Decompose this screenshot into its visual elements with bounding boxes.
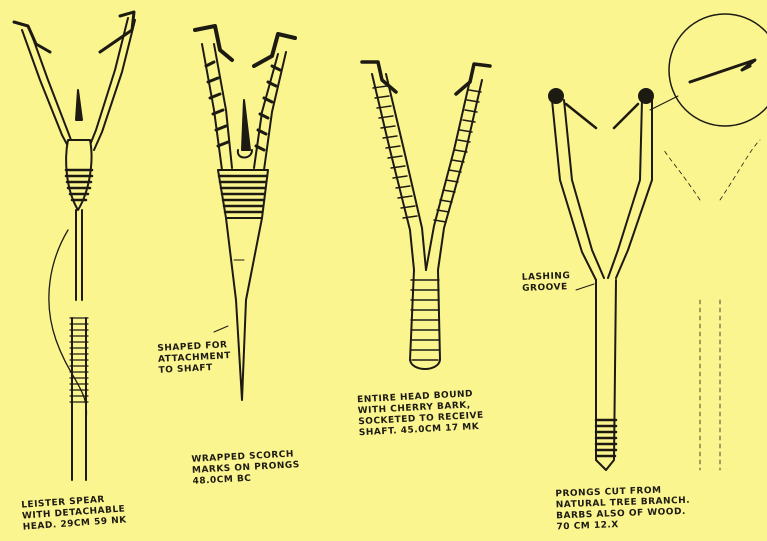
leister-spear-drawing: [14, 12, 135, 480]
note-line: GROOVE: [522, 282, 571, 295]
bark-bound-leister-drawing: [362, 62, 490, 369]
branch-leister-caption: PRONGS CUT FROM NATURAL TREE BRANCH. BAR…: [555, 485, 691, 534]
bark-bound-leister-caption: ENTIRE HEAD BOUND WITH CHERRY BARK, SOCK…: [357, 389, 485, 440]
branch-leister-drawing: [549, 14, 767, 470]
scorched-leister-side-note: SHAPED FOR ATTACHMENT TO SHAFT: [157, 340, 232, 377]
branch-leister-side-note: LASHING GROOVE: [522, 271, 571, 295]
scorched-leister-caption: WRAPPED SCORCH MARKS ON PRONGS 48.0cm BC: [191, 449, 300, 488]
